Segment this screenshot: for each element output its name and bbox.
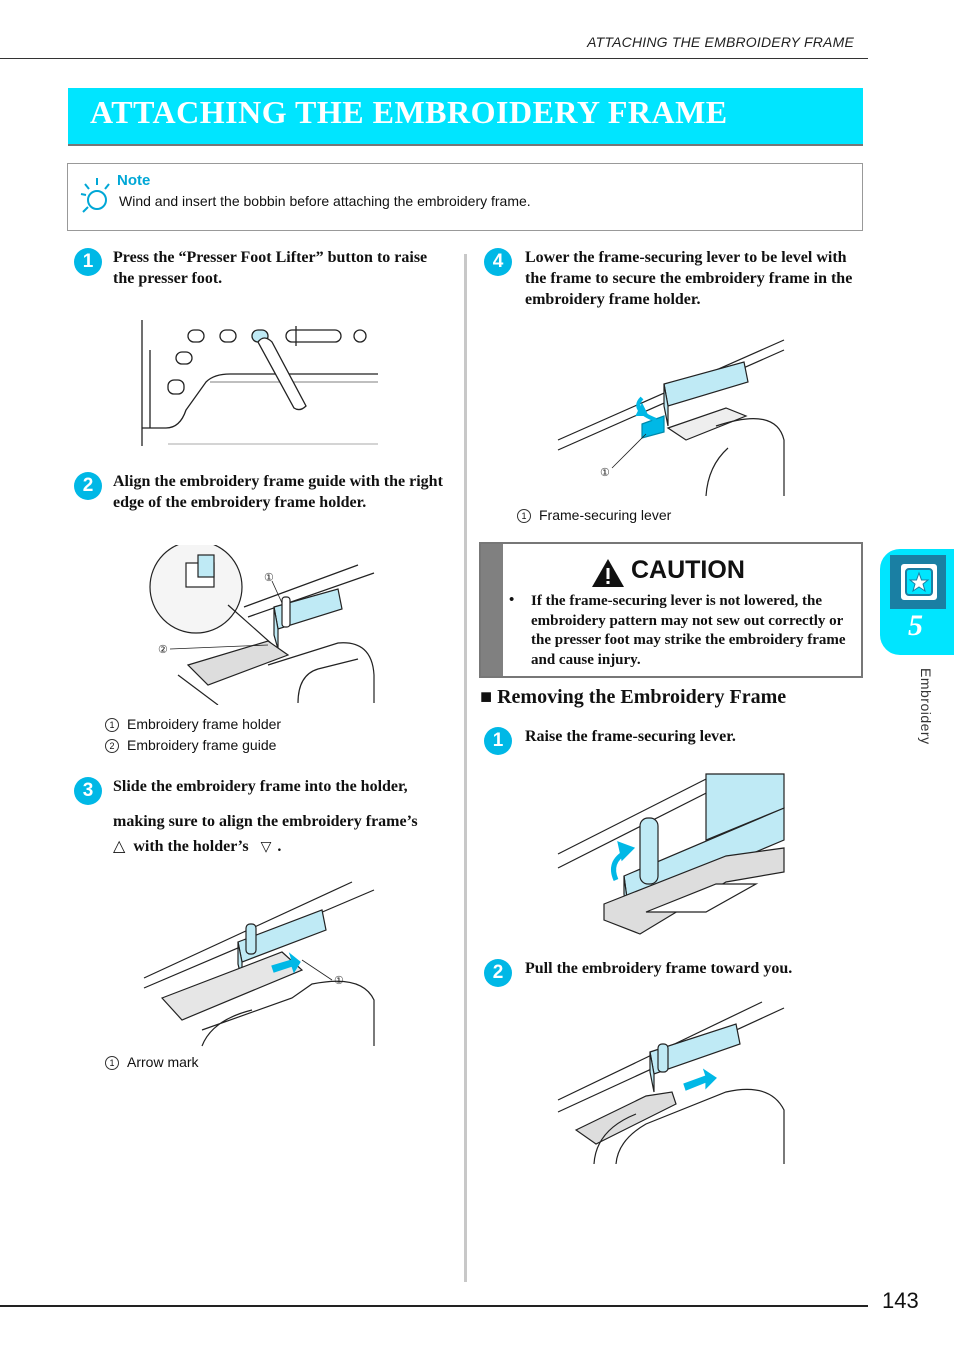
- caution-title: CAUTION: [631, 556, 745, 584]
- legend-text: Arrow mark: [127, 1054, 199, 1070]
- legend-number: 1: [105, 1056, 119, 1071]
- step-3-legend-1: 1 Arrow mark: [105, 1054, 199, 1071]
- page-number: 143: [882, 1288, 919, 1313]
- caution-text: If the frame-securing lever is not lower…: [531, 593, 846, 668]
- step-4-number: 4: [484, 248, 512, 276]
- lower-lever-illustration: ①: [557, 339, 785, 497]
- step-3-line-2: making sure to align the embroidery fram…: [113, 813, 418, 830]
- section-heading: ■ Removing the Embroidery Frame: [480, 686, 786, 709]
- step-1-text: Press the “Presser Foot Lifter” button t…: [113, 249, 428, 287]
- title-underline: [68, 144, 863, 146]
- step-1-number: 1: [74, 248, 102, 276]
- note-box: Note Wind and insert the bobbin before a…: [67, 163, 863, 231]
- removing-step-2-number: 2: [484, 959, 512, 987]
- column-divider: [464, 254, 467, 1282]
- legend-text: Embroidery frame holder: [127, 716, 282, 732]
- step-3-line-3-text: with the holder’s: [133, 838, 249, 855]
- embroidery-chapter-icon: [890, 555, 946, 609]
- lightbulb-icon: [80, 178, 110, 213]
- running-header: ATTACHING THE EMBROIDERY FRAME: [587, 34, 854, 50]
- step-3-number: 3: [74, 777, 102, 805]
- step-2-number: 2: [74, 472, 102, 500]
- step-2-text: Align the embroidery frame guide with th…: [113, 473, 443, 511]
- caution-bullet: •: [509, 592, 515, 608]
- slide-frame-illustration: ①: [143, 881, 375, 1047]
- title-bar: ATTACHING THE EMBROIDERY FRAME: [68, 88, 863, 144]
- legend-number: 2: [105, 739, 119, 754]
- legend-text: Frame-securing lever: [539, 507, 672, 523]
- svg-text:①: ①: [334, 975, 344, 987]
- step-4-text: Lower the frame-securing lever to be lev…: [525, 249, 853, 308]
- svg-text:②: ②: [158, 644, 168, 656]
- frame-guide-illustration: ① ②: [149, 545, 375, 705]
- svg-text:①: ①: [600, 467, 610, 479]
- chapter-label: Embroidery: [918, 668, 934, 745]
- raise-lever-illustration: [557, 773, 785, 935]
- caution-box: CAUTION • If the frame-securing lever is…: [479, 542, 863, 678]
- note-label: Note: [117, 172, 151, 189]
- step-4-legend-1: 1 Frame-securing lever: [517, 507, 672, 524]
- note-text: Wind and insert the bobbin before attach…: [119, 193, 531, 209]
- chapter-tab: 5: [880, 549, 954, 655]
- page-title: ATTACHING THE EMBROIDERY FRAME: [90, 94, 728, 130]
- step-3-line-3-end: .: [277, 838, 282, 855]
- step-2-legend-1: 1 Embroidery frame holder: [105, 716, 282, 733]
- section-marker: ■: [480, 686, 493, 708]
- section-heading-text: Removing the Embroidery Frame: [497, 686, 787, 708]
- footer-rule: [0, 1305, 868, 1307]
- removing-step-1-number: 1: [484, 727, 512, 755]
- legend-number: 1: [517, 509, 531, 524]
- presser-foot-button-illustration: [141, 320, 378, 446]
- legend-text: Embroidery frame guide: [127, 737, 277, 753]
- pull-frame-illustration: [557, 1001, 785, 1165]
- warning-triangle-icon: [592, 559, 624, 587]
- step-2-legend-2: 2 Embroidery frame guide: [105, 737, 277, 754]
- triangle-up-icon: △: [113, 838, 126, 855]
- step-3-line-3: △ with the holder’s ▽.: [113, 836, 281, 858]
- removing-step-1-text: Raise the frame-securing lever.: [525, 728, 736, 745]
- triangle-down-icon: ▽: [260, 840, 272, 855]
- header-rule: [0, 58, 868, 59]
- removing-step-2-text: Pull the embroidery frame toward you.: [525, 960, 793, 977]
- caution-sidebar: [481, 544, 503, 676]
- step-3-line-1: Slide the embroidery frame into the hold…: [113, 778, 408, 795]
- legend-number: 1: [105, 718, 119, 733]
- svg-text:①: ①: [264, 572, 274, 584]
- chapter-number: 5: [908, 609, 923, 642]
